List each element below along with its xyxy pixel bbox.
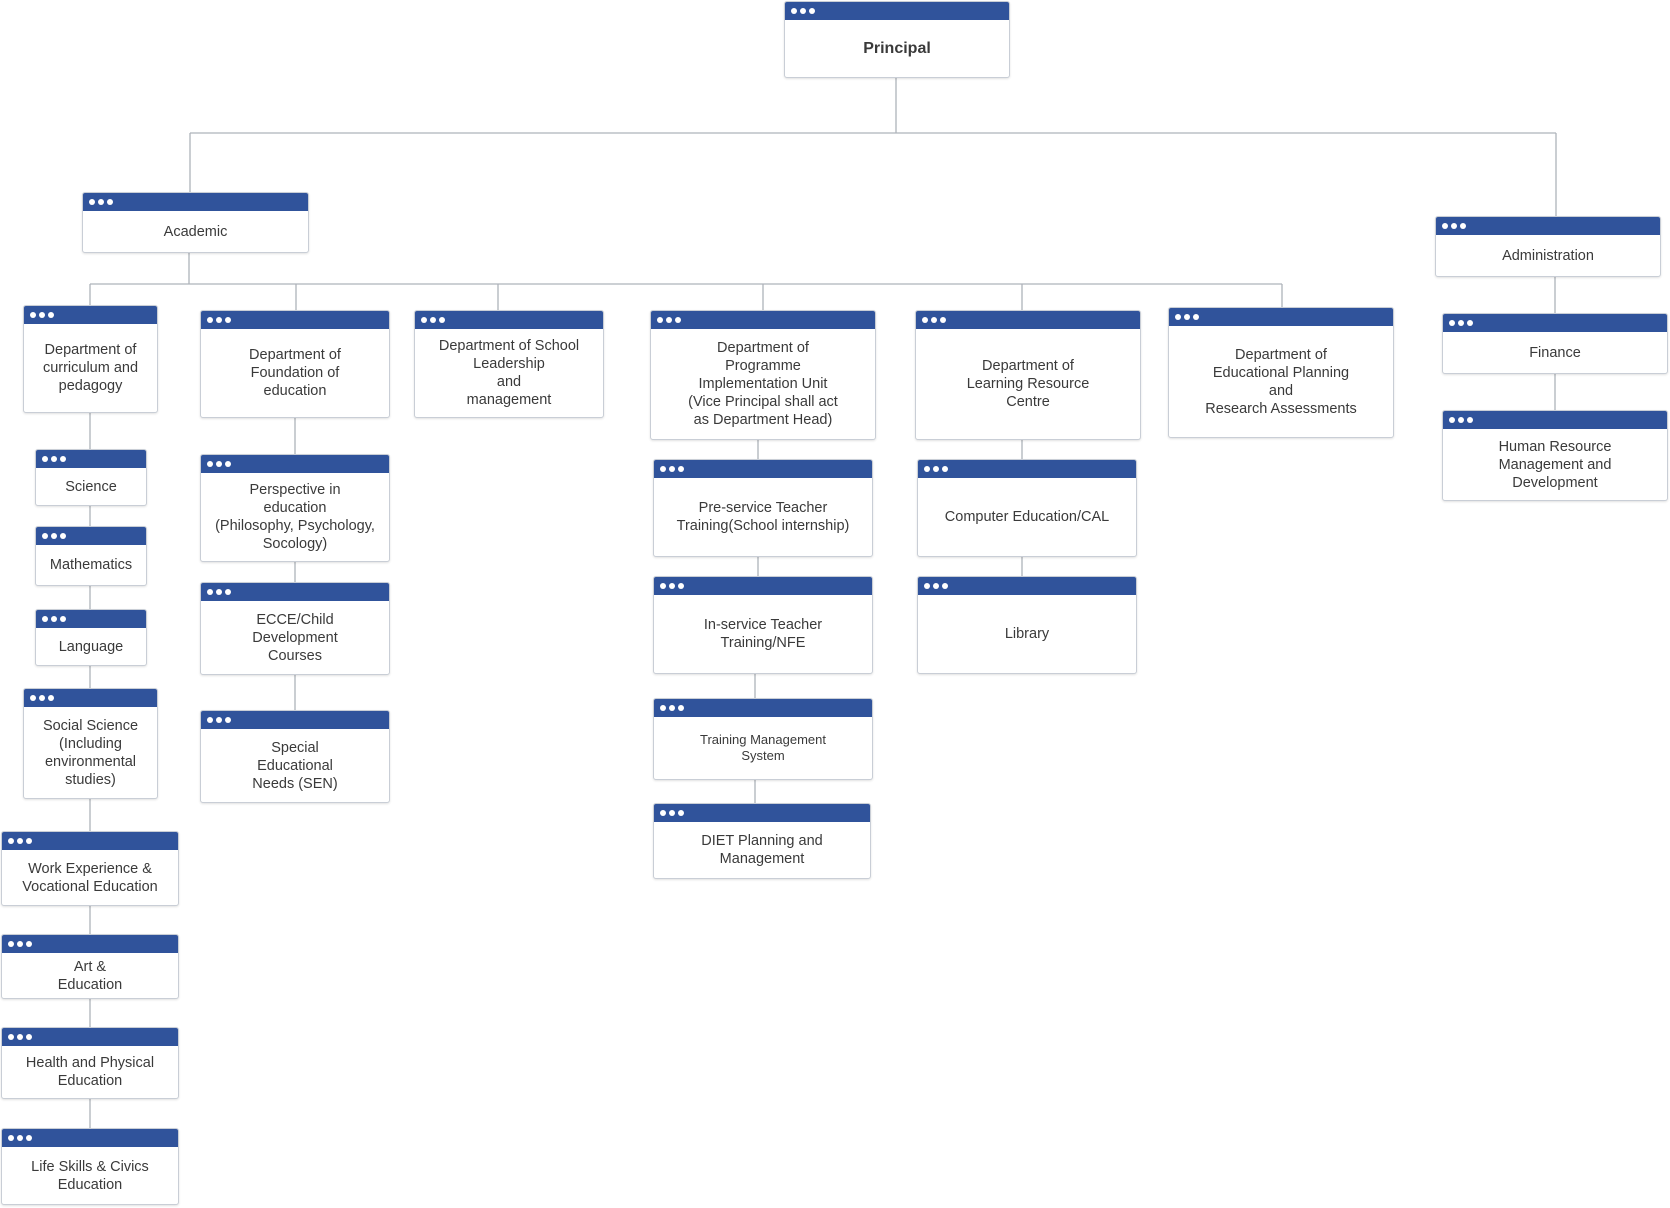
node-dept-curriculum[interactable]: Department of curriculum and pedagogy [23, 305, 158, 413]
node-work-experience[interactable]: Work Experience & Vocational Education [1, 831, 179, 906]
node-art-education[interactable]: Art & Education [1, 934, 179, 999]
node-human-resource[interactable]: Human Resource Management and Developmen… [1442, 410, 1668, 501]
node-dept-planning[interactable]: Department of Educational Planning and R… [1168, 307, 1394, 438]
node-label: Special Educational Needs (SEN) [252, 739, 338, 792]
node-label: Training Management System [700, 732, 826, 763]
three-dots-icon [651, 311, 875, 329]
three-dots-icon [2, 935, 178, 953]
node-science[interactable]: Science [35, 449, 147, 506]
node-label: Library [1004, 626, 1050, 642]
three-dots-icon [654, 699, 872, 717]
node-ecce[interactable]: ECCE/Child Development Courses [200, 582, 390, 675]
node-label: Human Resource Management and Developmen… [1498, 438, 1612, 491]
node-label: ECCE/Child Development Courses [252, 611, 338, 664]
three-dots-icon [785, 2, 1009, 20]
node-finance[interactable]: Finance [1442, 313, 1668, 374]
three-dots-icon [1443, 411, 1667, 429]
node-computer-education[interactable]: Computer Education/CAL [917, 459, 1137, 557]
node-sen[interactable]: Special Educational Needs (SEN) [200, 710, 390, 803]
three-dots-icon [201, 311, 389, 329]
node-perspective[interactable]: Perspective in education (Philosophy, Ps… [200, 454, 390, 562]
node-label: Department of Foundation of education [249, 347, 341, 399]
node-label: Computer Education/CAL [944, 509, 1110, 525]
node-academic[interactable]: Academic [82, 192, 309, 253]
three-dots-icon [36, 527, 146, 545]
node-library[interactable]: Library [917, 576, 1137, 674]
three-dots-icon [201, 583, 389, 601]
three-dots-icon [918, 577, 1136, 595]
node-label: In-service Teacher Training/NFE [703, 617, 823, 651]
node-administration[interactable]: Administration [1435, 216, 1661, 277]
three-dots-icon [36, 610, 146, 628]
node-social-science[interactable]: Social Science (Including environmental … [23, 688, 158, 799]
node-dept-lrc[interactable]: Department of Learning Resource Centre [915, 310, 1141, 440]
node-label: Perspective in education (Philosophy, Ps… [215, 482, 375, 552]
node-in-service[interactable]: In-service Teacher Training/NFE [653, 576, 873, 674]
node-label: Life Skills & Civics Education [31, 1158, 149, 1193]
node-health-pe[interactable]: Health and Physical Education [1, 1027, 179, 1099]
three-dots-icon [415, 311, 603, 329]
three-dots-icon [2, 1028, 178, 1046]
node-label: Work Experience & Vocational Education [22, 860, 158, 895]
three-dots-icon [2, 1129, 178, 1147]
node-dept-foundation[interactable]: Department of Foundation of education [200, 310, 390, 418]
three-dots-icon [24, 306, 157, 324]
three-dots-icon [24, 689, 157, 707]
node-label: Principal [863, 39, 931, 57]
node-language[interactable]: Language [35, 609, 147, 666]
node-principal[interactable]: Principal [784, 1, 1010, 78]
node-life-skills[interactable]: Life Skills & Civics Education [1, 1128, 179, 1205]
node-label: Finance [1529, 344, 1581, 361]
node-diet[interactable]: DIET Planning and Management [653, 803, 871, 879]
node-label: DIET Planning and Management [701, 833, 823, 867]
node-label: Science [65, 478, 117, 495]
three-dots-icon [2, 832, 178, 850]
three-dots-icon [36, 450, 146, 468]
node-label: Academic [163, 223, 228, 240]
node-tms[interactable]: Training Management System [653, 698, 873, 780]
three-dots-icon [654, 460, 872, 478]
node-label: Department of curriculum and pedagogy [42, 342, 139, 394]
three-dots-icon [201, 455, 389, 473]
three-dots-icon [654, 577, 872, 595]
three-dots-icon [201, 711, 389, 729]
node-pre-service[interactable]: Pre-service Teacher Training(School inte… [653, 459, 873, 557]
node-label: Language [58, 638, 124, 655]
node-label: Health and Physical Education [25, 1055, 155, 1089]
node-label: Department of Programme Implementation U… [688, 340, 838, 428]
three-dots-icon [83, 193, 308, 211]
three-dots-icon [916, 311, 1140, 329]
node-dept-leadership[interactable]: Department of School Leadership and mana… [414, 310, 604, 418]
node-label: Pre-service Teacher Training(School inte… [676, 500, 850, 534]
three-dots-icon [918, 460, 1136, 478]
three-dots-icon [654, 804, 870, 822]
node-label: Department of Learning Resource Centre [966, 358, 1090, 410]
node-mathematics[interactable]: Mathematics [35, 526, 147, 586]
three-dots-icon [1436, 217, 1660, 235]
node-label: Art & Education [57, 958, 123, 993]
three-dots-icon [1169, 308, 1393, 326]
node-label: Department of Educational Planning and R… [1205, 346, 1357, 417]
node-label: Social Science (Including environmental … [42, 717, 139, 788]
node-dept-piu[interactable]: Department of Programme Implementation U… [650, 310, 876, 440]
three-dots-icon [1443, 314, 1667, 332]
node-label: Department of School Leadership and mana… [438, 338, 580, 408]
node-label: Mathematics [49, 557, 133, 573]
node-label: Administration [1502, 247, 1594, 264]
